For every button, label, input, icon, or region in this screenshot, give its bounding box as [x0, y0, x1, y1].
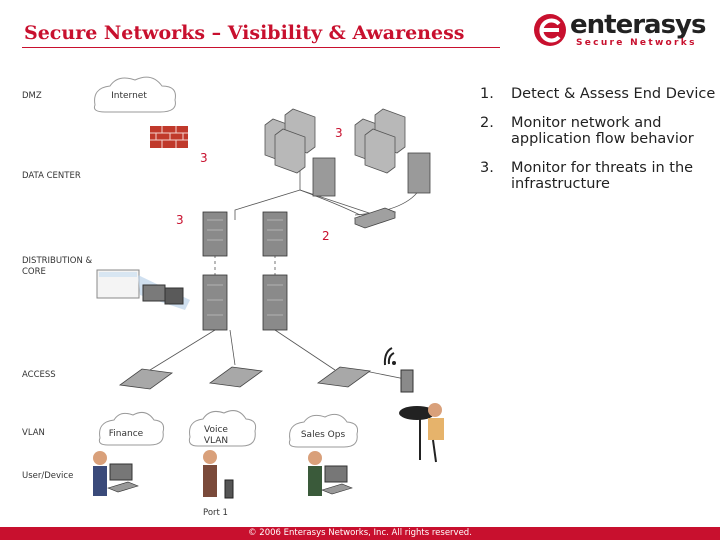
- slide-title: Secure Networks – Visibility & Awareness: [24, 22, 465, 44]
- step-number: 2.: [480, 115, 494, 131]
- core-rack-icon: [202, 211, 288, 331]
- tier-label-access: ACCESS: [22, 370, 56, 380]
- title-underline: [22, 47, 500, 48]
- step-item: 1. Detect & Assess End Device: [480, 86, 716, 102]
- sales-user-icon: [308, 451, 353, 496]
- step-number: 1.: [480, 86, 494, 102]
- step-item: 2. Monitor network and application flow b…: [480, 115, 716, 147]
- server-cluster-left-icon: [264, 108, 316, 174]
- server-cluster-right-icon: [354, 108, 406, 174]
- step-text: Detect & Assess End Device: [511, 86, 716, 102]
- wireless-user-icon: [399, 403, 444, 463]
- internet-label: Internet: [111, 91, 147, 101]
- marker-server-farm: 3: [335, 126, 343, 140]
- copyright-footer: © 2006 Enterasys Networks, Inc. All righ…: [248, 528, 472, 538]
- link-line: [299, 155, 376, 216]
- enterasys-logo: [530, 8, 716, 52]
- link-line: [149, 329, 216, 371]
- logo-tagline: Secure Networks: [576, 38, 697, 48]
- port-label: Port 1: [203, 508, 228, 518]
- access-switch-icon: [118, 366, 372, 390]
- logo-wordmark: enterasys: [570, 10, 706, 40]
- steps-list: 1. Detect & Assess End Device 2. Monitor n…: [480, 86, 716, 205]
- tier-label-vlan: VLAN: [22, 428, 45, 438]
- step-item: 3. Monitor for threats in the infrastruct…: [480, 160, 716, 192]
- voice-vlan-cloud-icon: [188, 410, 257, 447]
- enterasys-e-icon: [534, 14, 566, 46]
- wireless-ap-icon: [383, 347, 414, 393]
- step-number: 3.: [480, 160, 494, 176]
- step-text: Monitor for threats in the infrastructur…: [511, 160, 694, 192]
- sales-ops-label: Sales Ops: [300, 430, 346, 440]
- link-line: [299, 189, 361, 216]
- sales-ops-cloud-icon: [288, 413, 358, 448]
- tier-label-user-device: User/Device: [22, 471, 74, 481]
- voice-vlan-label: Voice VLAN: [203, 425, 229, 446]
- tier-label-distribution-core: DISTRIBUTION & CORE: [22, 256, 93, 277]
- finance-cloud-icon: [98, 411, 165, 446]
- marker-dmz-firewall: 3: [200, 151, 208, 165]
- link-line: [274, 329, 336, 371]
- finance-label: Finance: [108, 429, 144, 439]
- firewall-icon: [150, 126, 188, 148]
- switch-icon: [353, 207, 397, 229]
- link-line: [234, 189, 301, 220]
- link-line: [229, 329, 236, 366]
- step-text: Monitor network and application flow beh…: [511, 115, 694, 147]
- marker-core-right: 2: [322, 229, 330, 243]
- tier-label-dmz: DMZ: [22, 91, 42, 101]
- footer-bar: [0, 527, 720, 540]
- server-tower-icon: [312, 152, 431, 197]
- marker-core-left: 3: [176, 213, 184, 227]
- internet-cloud-icon: [94, 76, 176, 113]
- tier-label-data-center: DATA CENTER: [22, 171, 81, 181]
- voice-user-icon: [203, 450, 234, 499]
- finance-user-icon: [93, 451, 139, 496]
- management-console-icon: [96, 269, 190, 310]
